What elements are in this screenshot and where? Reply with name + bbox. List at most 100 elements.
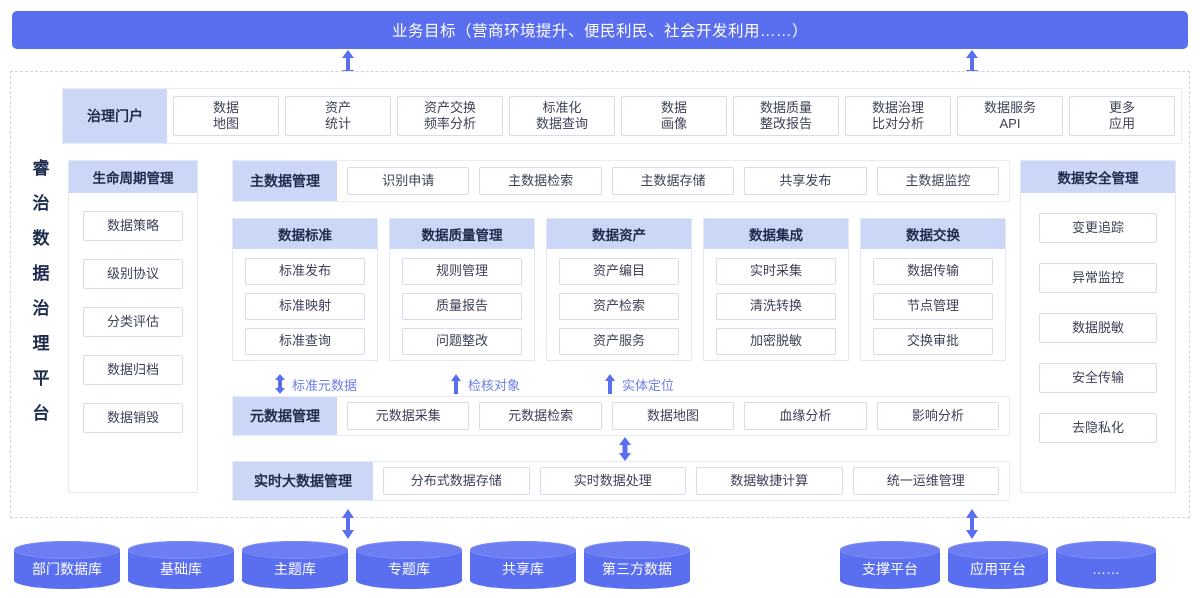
security-item[interactable]: 安全传输 (1039, 363, 1157, 393)
domain-column-data-standard: 数据标准 标准发布 标准映射 标准查询 (232, 218, 378, 361)
portal-app-item[interactable]: 更多 应用 (1069, 96, 1175, 136)
lifecycle-item[interactable]: 数据策略 (83, 211, 183, 241)
portal-app-item[interactable]: 资产 统计 (285, 96, 391, 136)
data-security-management-panel: 数据安全管理 变更追踪 异常监控 数据脱敏 安全传输 去隐私化 (1020, 160, 1176, 493)
security-item[interactable]: 去隐私化 (1039, 413, 1157, 443)
metadata-item[interactable]: 血缘分析 (744, 402, 867, 430)
portal-app-item[interactable]: 数据质量 整改报告 (733, 96, 839, 136)
domain-item[interactable]: 标准映射 (245, 293, 365, 320)
master-data-management-title: 主数据管理 (233, 161, 337, 201)
realtime-bigdata-management-row: 实时大数据管理 分布式数据存储 实时数据处理 数据敏捷计算 统一运维管理 (232, 461, 1010, 501)
portal-app-item[interactable]: 标准化 数据查询 (509, 96, 615, 136)
domain-item[interactable]: 资产检索 (559, 293, 679, 320)
domain-item[interactable]: 规则管理 (402, 258, 522, 285)
governance-portal-title: 治理门户 (63, 89, 167, 143)
portal-app-item[interactable]: 数据 地图 (173, 96, 279, 136)
metadata-item[interactable]: 元数据检索 (479, 402, 602, 430)
portal-app-item[interactable]: 数据治理 比对分析 (845, 96, 951, 136)
metadata-item[interactable]: 数据地图 (611, 402, 735, 430)
master-data-item[interactable]: 识别申请 (347, 167, 470, 195)
platform-cylinder-label: 应用平台 (970, 560, 1026, 577)
bigdata-item[interactable]: 数据敏捷计算 (696, 467, 843, 495)
master-data-management-row: 主数据管理 识别申请 主数据检索 主数据存储 共享发布 主数据监控 (232, 160, 1010, 202)
platform-title-char: 治 (32, 299, 50, 318)
metadata-management-title: 元数据管理 (233, 397, 337, 435)
platform-cylinder[interactable]: …… (1056, 541, 1156, 589)
platform-title: 睿 治 数 据 治 理 平 台 (24, 160, 58, 500)
portal-app-item[interactable]: 数据 画像 (621, 96, 727, 136)
data-source-cylinder[interactable]: 主题库 (242, 541, 348, 589)
metadata-management-row: 元数据管理 元数据采集 元数据检索 数据地图 血缘分析 影响分析 (232, 396, 1010, 436)
platform-title-char: 理 (32, 334, 50, 353)
metadata-item[interactable]: 影响分析 (876, 402, 1000, 430)
flow-label-entity-location: 实体定位 (604, 374, 674, 394)
data-source-cylinder[interactable]: 第三方数据 (584, 541, 690, 589)
data-source-label: 第三方数据 (602, 560, 672, 577)
governance-portal-panel: 治理门户 数据 地图 资产 统计 资产交换 频率分析 标准化 数据查询 数据 画… (62, 88, 1182, 144)
platform-title-char: 睿 (32, 159, 50, 178)
data-source-label: 共享库 (502, 560, 544, 577)
platform-title-char: 据 (32, 264, 50, 283)
metadata-item[interactable]: 元数据采集 (347, 402, 470, 430)
domain-item[interactable]: 问题整改 (402, 328, 522, 355)
data-source-cylinder[interactable]: 部门数据库 (14, 541, 120, 589)
security-item[interactable]: 异常监控 (1039, 263, 1157, 293)
lifecycle-item[interactable]: 数据销毁 (83, 403, 183, 433)
bigdata-item[interactable]: 统一运维管理 (852, 467, 999, 495)
master-data-item[interactable]: 主数据检索 (479, 167, 602, 195)
domain-item[interactable]: 标准发布 (245, 258, 365, 285)
domain-item[interactable]: 资产服务 (559, 328, 679, 355)
flow-label-standard-metadata: 标准元数据 (274, 374, 357, 394)
domain-column-title: 数据交换 (861, 219, 1005, 249)
data-security-management-title: 数据安全管理 (1021, 161, 1175, 193)
master-data-item[interactable]: 主数据监控 (876, 167, 1000, 195)
data-source-cylinder[interactable]: 专题库 (356, 541, 462, 589)
platform-title-char: 数 (32, 229, 50, 248)
platform-title-char: 台 (32, 404, 50, 423)
data-source-cylinder[interactable]: 共享库 (470, 541, 576, 589)
platform-cylinder[interactable]: 应用平台 (948, 541, 1048, 589)
flow-label-check-object: 检核对象 (450, 374, 520, 394)
domain-item[interactable]: 资产编目 (559, 258, 679, 285)
bigdata-item[interactable]: 分布式数据存储 (383, 467, 530, 495)
bigdata-item[interactable]: 实时数据处理 (539, 467, 686, 495)
security-item[interactable]: 数据脱敏 (1039, 313, 1157, 343)
arrow-platform-to-sources-left (342, 509, 354, 539)
business-goal-text: 业务目标（营商环境提升、便民利民、社会开发利用……） (391, 23, 808, 40)
domain-item[interactable]: 数据传输 (873, 258, 993, 285)
lifecycle-item[interactable]: 级别协议 (83, 259, 183, 289)
flow-label-text: 实体定位 (622, 377, 675, 393)
platform-title-char: 平 (32, 369, 50, 388)
domain-column-data-quality: 数据质量管理 规则管理 质量报告 问题整改 (389, 218, 535, 361)
portal-app-item[interactable]: 资产交换 频率分析 (397, 96, 503, 136)
data-source-label: 主题库 (274, 560, 316, 577)
domain-item[interactable]: 加密脱敏 (716, 328, 836, 355)
platform-cylinder-label: 支撑平台 (862, 560, 918, 577)
lifecycle-management-title: 生命周期管理 (69, 161, 197, 193)
data-source-cylinder[interactable]: 基础库 (128, 541, 234, 589)
security-item[interactable]: 变更追踪 (1039, 213, 1157, 243)
domain-item[interactable]: 清洗转换 (716, 293, 836, 320)
domain-column-title: 数据标准 (233, 219, 377, 249)
domain-item[interactable]: 质量报告 (402, 293, 522, 320)
master-data-item[interactable]: 共享发布 (744, 167, 867, 195)
domain-column-title: 数据质量管理 (390, 219, 534, 249)
master-data-item[interactable]: 主数据存储 (611, 167, 735, 195)
business-goal-banner: 业务目标（营商环境提升、便民利民、社会开发利用……） (12, 11, 1188, 49)
arrow-double-icon (275, 374, 285, 394)
domain-item[interactable]: 交换审批 (873, 328, 993, 355)
data-source-label: 基础库 (160, 560, 202, 577)
realtime-bigdata-management-title: 实时大数据管理 (233, 462, 373, 500)
arrow-metadata-to-bigdata (619, 437, 631, 461)
domain-item[interactable]: 节点管理 (873, 293, 993, 320)
domain-item[interactable]: 实时采集 (716, 258, 836, 285)
platform-title-char: 治 (32, 194, 50, 213)
portal-app-item[interactable]: 数据服务 API (957, 96, 1063, 136)
domain-column-data-integration: 数据集成 实时采集 清洗转换 加密脱敏 (703, 218, 849, 361)
platform-cylinder[interactable]: 支撑平台 (840, 541, 940, 589)
arrow-platform-to-sources-right (966, 509, 978, 539)
lifecycle-item[interactable]: 数据归档 (83, 355, 183, 385)
domain-item[interactable]: 标准查询 (245, 328, 365, 355)
lifecycle-item[interactable]: 分类评估 (83, 307, 183, 337)
